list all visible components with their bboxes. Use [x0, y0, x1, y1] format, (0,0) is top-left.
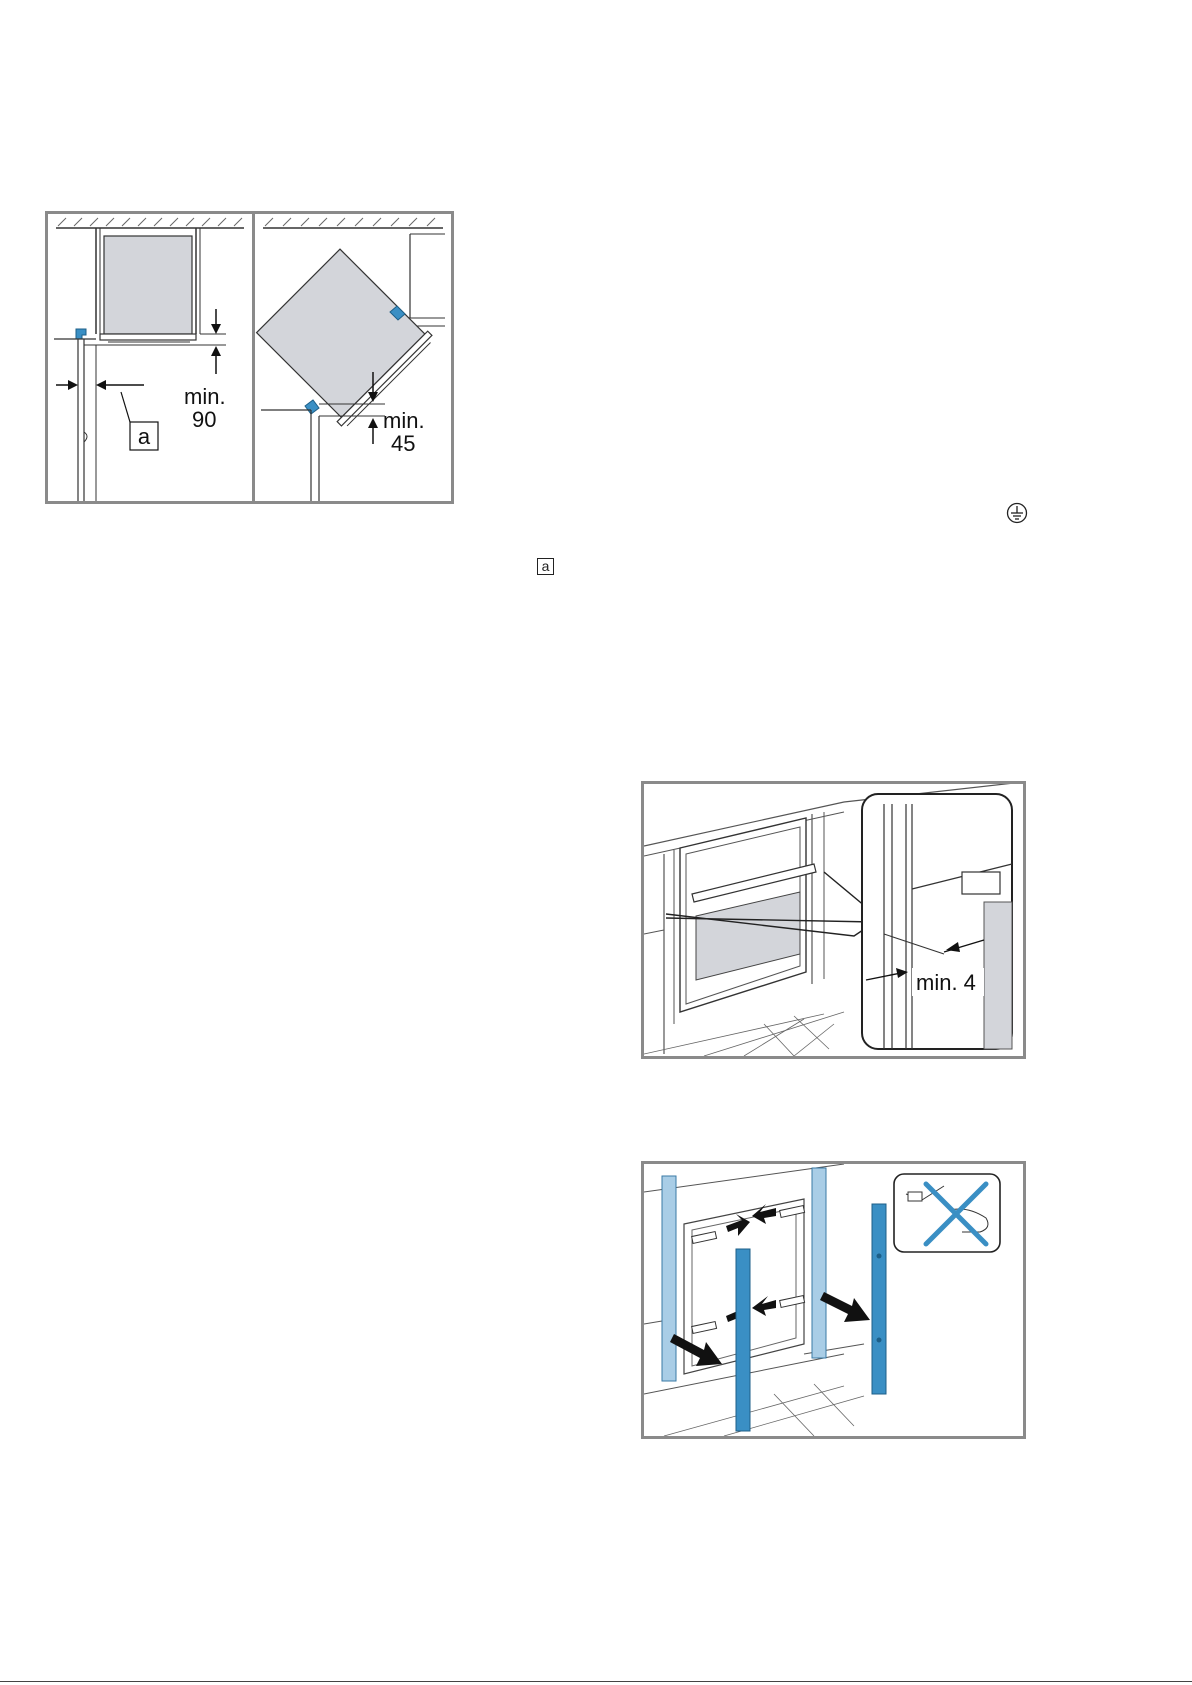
- min-4-label: min. 4: [916, 970, 976, 995]
- door-clearance-left-drawing: a min. 90: [48, 214, 252, 501]
- ground-icon: [1006, 502, 1028, 524]
- figure-door-clearance-left: a min. 90: [45, 211, 255, 504]
- oven-gap-drawing: min. 4: [644, 784, 1023, 1056]
- min-value-45: 45: [391, 431, 415, 456]
- min-label-left: min.: [184, 384, 226, 409]
- figure-trim-removal: [641, 1161, 1026, 1439]
- figure-door-clearance-right: min. 45: [252, 211, 454, 504]
- figure-oven-gap: min. 4: [641, 781, 1026, 1059]
- gap-label-a: a: [138, 424, 151, 449]
- min-value-90: 90: [192, 407, 216, 432]
- door-clearance-right-drawing: min. 45: [255, 214, 451, 501]
- reference-marker-a: a: [537, 558, 554, 575]
- min-label-right: min.: [383, 408, 425, 433]
- trim-removal-drawing: [644, 1164, 1023, 1436]
- footer-rule: [0, 1681, 1192, 1682]
